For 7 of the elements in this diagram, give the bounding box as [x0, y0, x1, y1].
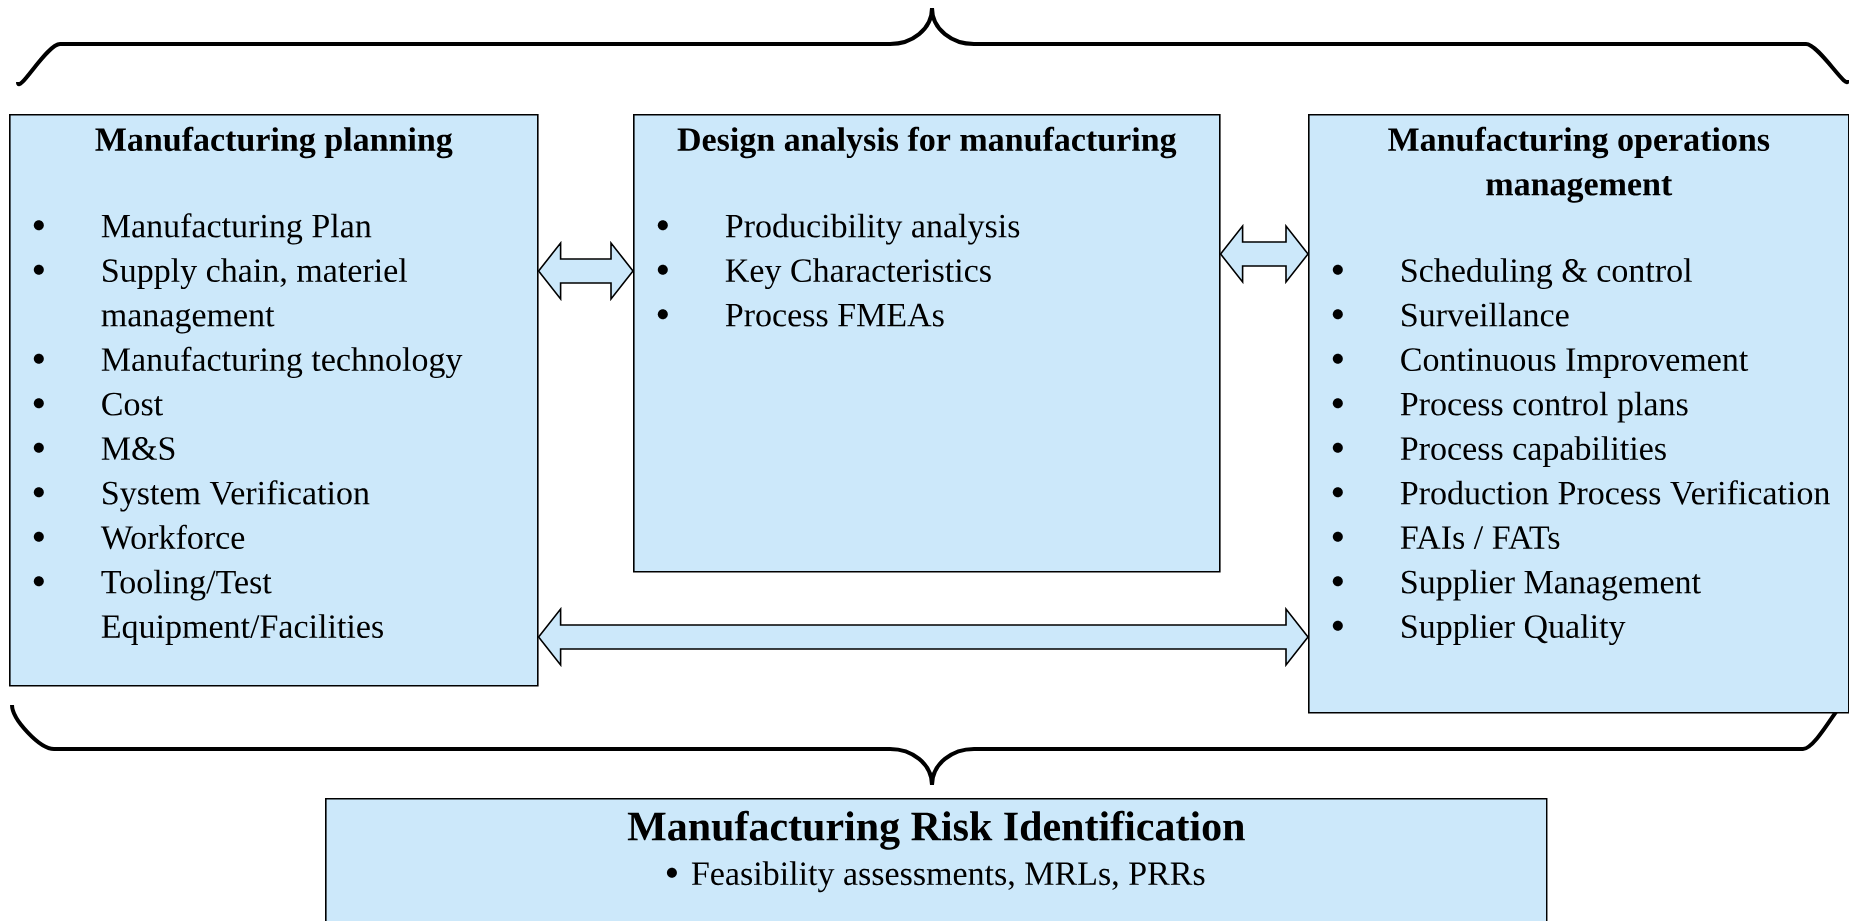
text-box: Manufacturing Risk Identification Feasibility assessments, MRLs, PRRs [325, 798, 1548, 921]
text-box: Manufacturing operations management Scheduling & control Surveillance Continuous Improvement Process control plans Process capabilities Production Process Verification FAIs / FATs Supplier Management Supplier Quality [1308, 114, 1849, 714]
double-arrow [1219, 223, 1310, 285]
double-arrow [537, 240, 635, 302]
double-arrow [537, 606, 1310, 668]
text-box: Design analysis for manufacturing Producibility analysis Key Characteristics Process FMEAs [633, 114, 1221, 573]
text-box: Manufacturing planning Manufacturing Plan Supply chain, materiel management Manufacturing technology Cost M&S System Verification Workforce Tooling/Test Equipment/Facilities [9, 114, 539, 687]
